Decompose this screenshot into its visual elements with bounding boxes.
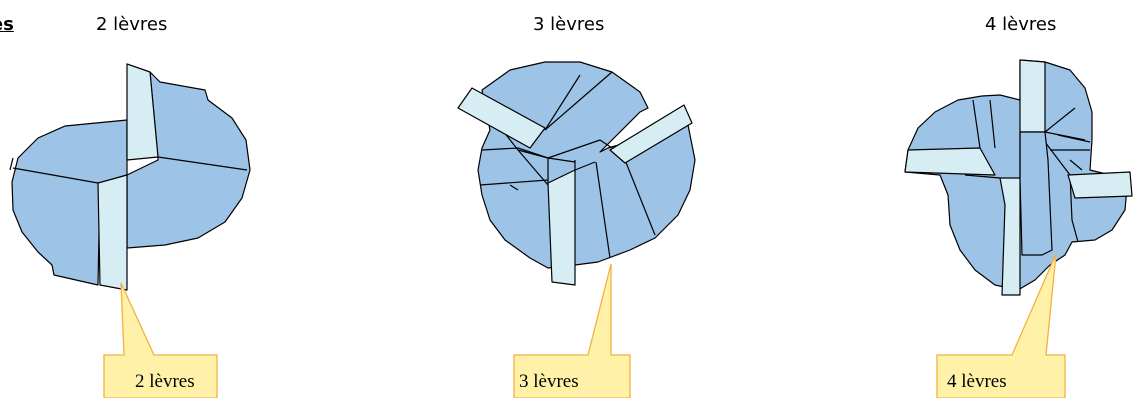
- callout-2-text: 2 lèvres: [135, 371, 195, 392]
- title-4-levres: 4 lèvres: [985, 14, 1057, 35]
- callout-4-text: 4 lèvres: [947, 371, 1007, 392]
- cutter-3-lip-upper-right: [609, 104, 693, 164]
- cutter-2-body-right: [126, 71, 251, 249]
- cutter-3-lip-lower: [547, 169, 576, 286]
- cutter-3-lip-upper-left: [457, 87, 546, 149]
- callout-4-levres: 4 lèvres: [936, 253, 1066, 398]
- callout-3-levres: 3 lèvres: [513, 263, 631, 398]
- cutter-4-levres: [904, 59, 1133, 296]
- cutter-4-lip-left: [904, 147, 996, 176]
- callout-2-levres: 2 lèvres: [103, 282, 218, 398]
- cutter-4-lip-top: [1019, 59, 1046, 133]
- cutter-2-levres: [9, 63, 251, 291]
- cutter-3-levres: [457, 61, 696, 286]
- cutter-4-lip-bottom: [999, 177, 1021, 296]
- cutter-4-center: [1019, 131, 1053, 256]
- cut-off-heading: res: [0, 14, 14, 35]
- callout-3-text: 3 lèvres: [519, 371, 579, 392]
- title-3-levres: 3 lèvres: [533, 14, 605, 35]
- title-2-levres: 2 lèvres: [96, 14, 168, 35]
- cutter-2-lip-upper: [126, 63, 159, 161]
- cutter-2-lip-lower: [97, 174, 128, 291]
- cutter-4-lip-right: [1067, 171, 1133, 199]
- cutter-4-body: [904, 59, 1129, 291]
